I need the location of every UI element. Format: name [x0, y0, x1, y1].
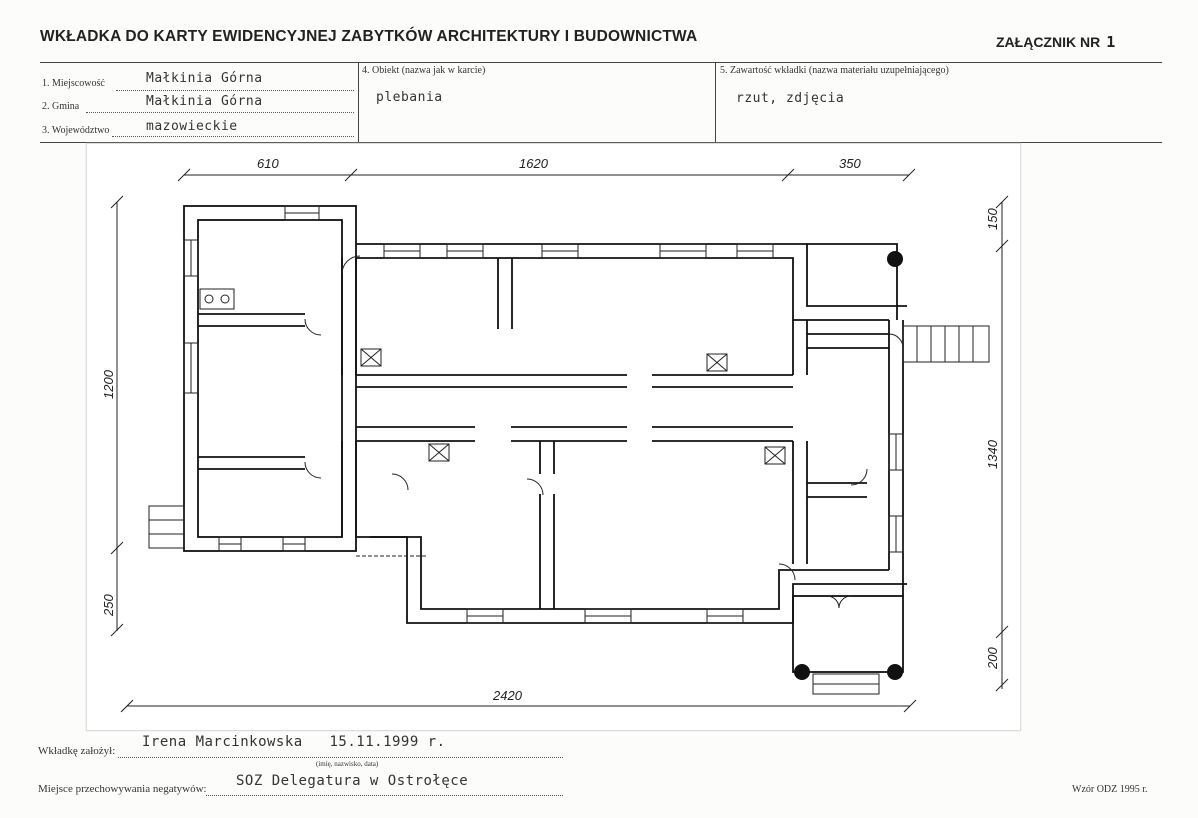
attachment-number: 1: [1106, 33, 1116, 51]
dim-left-bottom: 250: [101, 594, 116, 617]
miejscowosc-line: [116, 90, 354, 91]
door-swings: [304, 255, 904, 609]
zalozyl-line: [118, 757, 563, 758]
gmina-line: [86, 112, 354, 113]
attachment-label: ZAŁĄCZNIK NR 1: [996, 33, 1115, 51]
wojewodztwo-label: 3. Województwo: [42, 125, 110, 136]
floor-plan-sheet: 610 1620 350 150 1340 200 1200 250 2420: [86, 143, 1021, 731]
wojewodztwo-value: mazowieckie: [146, 119, 238, 134]
dim-right-middle: 1340: [985, 439, 1000, 469]
stairs: [148, 325, 990, 695]
miejsce-line: [206, 795, 563, 796]
zalozyl-value: Irena Marcinkowska 15.11.1999 r.: [142, 734, 446, 750]
form-divider-1: [358, 62, 359, 142]
dim-right-top: 150: [985, 208, 1000, 230]
miejsce-value: SOZ Delegatura w Ostrołęce: [236, 773, 469, 789]
columns: [794, 251, 903, 680]
miejsce-label: Miejsce przechowywania negatywów:: [38, 783, 207, 795]
miejscowosc-value: Małkinia Górna: [146, 71, 263, 86]
dim-bottom: 2420: [492, 688, 523, 703]
document-title: WKŁADKA DO KARTY EWIDENCYJNEJ ZABYTKÓW A…: [40, 28, 698, 45]
zalozyl-label: Wkładkę założył:: [38, 745, 116, 757]
attachment-label-text: ZAŁĄCZNIK NR: [996, 34, 1101, 50]
dim-right-bottom: 200: [985, 647, 1000, 670]
form-bottom-rule: [40, 142, 1162, 143]
building-walls: [183, 205, 907, 673]
dim-top-left: 610: [257, 156, 279, 171]
floor-plan-drawing: 610 1620 350 150 1340 200 1200 250 2420: [101, 156, 1009, 713]
stoves: [199, 288, 786, 465]
obiekt-label: 4. Obiekt (nazwa jak w karcie): [362, 65, 486, 76]
gmina-value: Małkinia Górna: [146, 94, 263, 109]
dim-top-middle: 1620: [519, 156, 549, 171]
miejscowosc-label: 1. Miejscowość: [42, 78, 105, 89]
windows: [183, 205, 904, 624]
form-version: Wzór ODZ 1995 r.: [1072, 784, 1148, 795]
dim-top-right: 350: [839, 156, 861, 171]
dimension-lines: [110, 168, 1009, 713]
form-divider-2: [715, 62, 716, 142]
zalozyl-hint: (imię, nazwisko, data): [316, 760, 379, 768]
wojewodztwo-line: [112, 136, 354, 137]
form-top-rule: [40, 62, 1162, 63]
zawartosc-label: 5. Zawartość wkładki (nazwa materiału uz…: [720, 65, 949, 76]
obiekt-value: plebania: [376, 90, 443, 105]
dim-left-top: 1200: [101, 369, 116, 399]
gmina-label: 2. Gmina: [42, 101, 80, 112]
zawartosc-value: rzut, zdjęcia: [736, 91, 845, 106]
